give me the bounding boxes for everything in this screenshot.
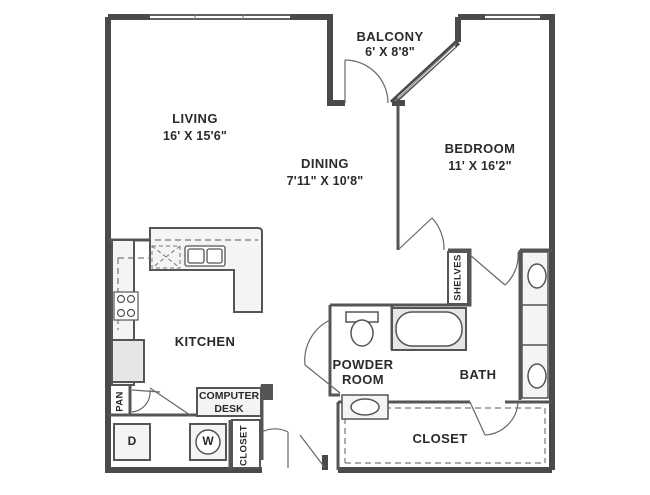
dishwasher	[151, 245, 181, 269]
powder-toilet	[345, 311, 379, 347]
dining-dims: 7'11" X 10'8"	[286, 174, 364, 188]
dryer-label: D	[127, 434, 137, 448]
balcony-slider	[389, 39, 461, 106]
balcony-door	[344, 59, 389, 104]
powder-sink	[341, 394, 389, 420]
dining-label: DINING	[301, 156, 349, 171]
computer-desk-label-line2: DESK	[214, 403, 244, 415]
living-dims: 16' X 15'6"	[162, 129, 228, 143]
vanity-sinks	[521, 251, 549, 399]
refrigerator	[111, 339, 145, 383]
window-mullions	[150, 14, 540, 20]
computer-desk-outline	[196, 384, 273, 417]
shelves-unit	[447, 251, 469, 305]
washer-dryer	[113, 423, 227, 461]
kitchen-label: KITCHEN	[174, 334, 236, 349]
washer-label: W	[202, 434, 214, 448]
balcony-label: BALCONY	[356, 29, 424, 44]
powder-room-label-line2: ROOM	[341, 372, 385, 387]
pantry-label: PAN	[114, 391, 126, 412]
small-closet-label: CLOSET	[238, 425, 250, 466]
entry-closet	[231, 419, 261, 469]
shelves-label: SHELVES	[452, 254, 464, 301]
bedroom-label: BEDROOM	[444, 141, 516, 156]
bathtub	[395, 311, 463, 347]
bedroom-dims: 11' X 16'2"	[448, 159, 512, 173]
bath-label: BATH	[459, 367, 497, 382]
computer-desk-label-line1: COMPUTER	[198, 390, 260, 402]
kitchen-sink	[184, 245, 226, 267]
door-swings	[131, 217, 519, 469]
living-label: LIVING	[172, 111, 218, 126]
closet-label: CLOSET	[412, 431, 468, 446]
powder-room-label-line1: POWDER	[332, 357, 394, 372]
cooktop	[113, 291, 139, 321]
balcony-dims: 6' X 8'8"	[365, 45, 415, 59]
